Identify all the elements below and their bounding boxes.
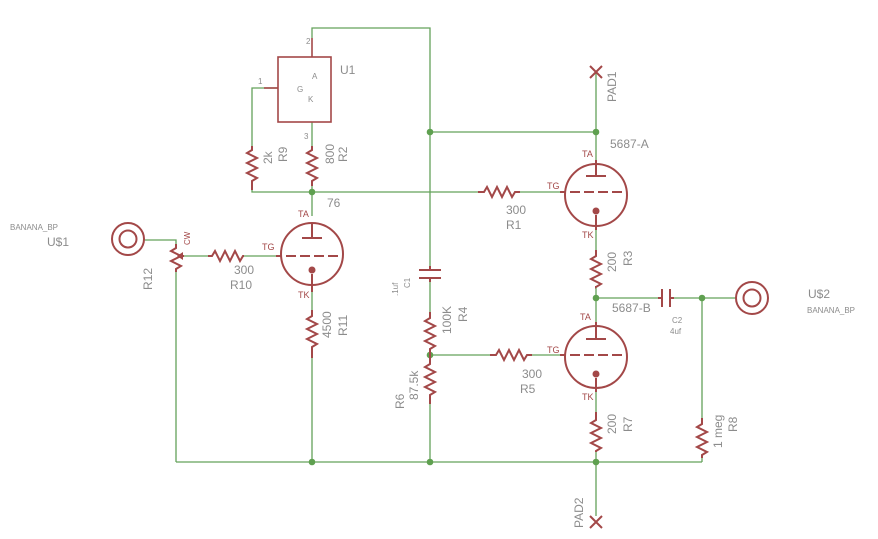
r12-label: R12	[141, 268, 155, 290]
resistor-r5[interactable]: 300 R5	[490, 347, 542, 396]
r12-wiper-label: CW	[183, 231, 192, 245]
tube-76-label: 76	[327, 196, 341, 210]
r11-value: 4500	[320, 311, 334, 338]
banana-connector-u1[interactable]: BANANA_BP U$1	[10, 222, 145, 256]
r5-label: R5	[520, 382, 536, 396]
resistor-r6[interactable]: R6 87.5k	[393, 355, 438, 409]
resistor-r1[interactable]: 300 R1	[478, 184, 526, 232]
conn2-label: U$2	[808, 287, 830, 301]
tube-b-tk-label: TK	[582, 392, 594, 402]
r6-label: R6	[393, 393, 407, 409]
resistor-r3[interactable]: 200 R3	[588, 250, 635, 289]
potentiometer-r12[interactable]: CW R12	[141, 231, 192, 290]
resistor-r2[interactable]: 800 R2	[304, 144, 350, 186]
resistor-r4[interactable]: 100K R4	[422, 306, 470, 355]
u1-regulator[interactable]: G K A 2 1 3 U1	[258, 37, 356, 141]
c1-label: C1	[403, 277, 412, 288]
u1-g-label: G	[297, 85, 303, 94]
r8-value: 1 meg	[711, 415, 725, 448]
r7-label: R7	[621, 416, 635, 432]
tube-b-ta-label: TA	[580, 312, 591, 322]
resistor-r8[interactable]: 1 meg R8	[694, 415, 740, 458]
tube-76-tg-label: TG	[262, 242, 275, 252]
tube-a-ta-label: TA	[582, 149, 593, 159]
u1-pin2-label: 2	[306, 37, 311, 46]
wires	[144, 27, 736, 516]
tube-a-tk-label: TK	[582, 230, 594, 240]
r1-value: 300	[506, 203, 526, 217]
r3-value: 200	[605, 252, 619, 272]
r1-label: R1	[506, 218, 522, 232]
junction	[426, 128, 434, 136]
resistor-r7[interactable]: 200 R7	[588, 412, 635, 452]
pad2[interactable]: PAD2	[572, 497, 603, 529]
tube-b-tg-label: TG	[547, 345, 560, 355]
junction	[592, 128, 600, 136]
u1-k-label: K	[308, 95, 314, 104]
tube-5687-b[interactable]: TA TG TK 5687-B	[547, 301, 651, 402]
banana-connector-u2[interactable]: U$2 BANANA_BP	[735, 281, 855, 315]
tube-b-label: 5687-B	[612, 301, 651, 315]
junction	[592, 458, 600, 466]
tube-a-tg-label: TG	[547, 181, 560, 191]
junction	[592, 294, 600, 302]
u1-label: U1	[340, 63, 356, 77]
conn1-label: U$1	[47, 235, 69, 249]
junction	[308, 188, 316, 196]
capacitor-c1[interactable]: .1uf C1	[391, 266, 441, 296]
r9-value: 2k	[261, 150, 275, 164]
tube-76-ta-label: TA	[298, 209, 309, 219]
junction	[698, 294, 706, 302]
r11-label: R11	[336, 315, 350, 336]
pad1-label: PAD1	[605, 71, 619, 102]
c2-value: 4uf	[670, 327, 682, 336]
junction	[426, 458, 434, 466]
u1-a-label: A	[312, 72, 318, 81]
tube-5687-a[interactable]: TA TG TK 5687-A	[547, 137, 649, 240]
r7-value: 200	[605, 414, 619, 434]
resistor-r9[interactable]: 2k R9	[244, 146, 290, 190]
conn2-type: BANANA_BP	[807, 306, 855, 315]
r6-value: 87.5k	[407, 370, 421, 400]
r2-value: 800	[323, 144, 337, 164]
tube-76-tk-label: TK	[298, 290, 310, 300]
c2-label: C2	[672, 316, 683, 325]
r10-label: R10	[230, 278, 252, 292]
u1-pin1-label: 1	[258, 77, 263, 86]
capacitor-c2[interactable]: C2 4uf	[658, 289, 683, 336]
c1-value: .1uf	[391, 282, 400, 296]
r8-label: R8	[726, 416, 740, 432]
pad1[interactable]: PAD1	[589, 65, 619, 102]
r10-value: 300	[234, 263, 254, 277]
r3-label: R3	[621, 250, 635, 266]
pad2-label: PAD2	[572, 497, 586, 528]
tube-76[interactable]: TA TG TK 76	[262, 196, 344, 300]
resistor-r10[interactable]: 300 R10	[208, 248, 254, 292]
tube-a-label: 5687-A	[610, 137, 649, 151]
conn1-type: BANANA_BP	[10, 223, 58, 232]
resistor-r11[interactable]: 4500 R11	[304, 310, 350, 358]
u1-pin3-label: 3	[304, 132, 309, 141]
junctions	[308, 128, 706, 466]
r4-label: R4	[456, 306, 470, 322]
r5-value: 300	[522, 367, 542, 381]
junction	[308, 458, 316, 466]
r2-label: R2	[336, 146, 350, 162]
r4-value: 100K	[440, 306, 454, 334]
r9-label: R9	[276, 146, 290, 162]
